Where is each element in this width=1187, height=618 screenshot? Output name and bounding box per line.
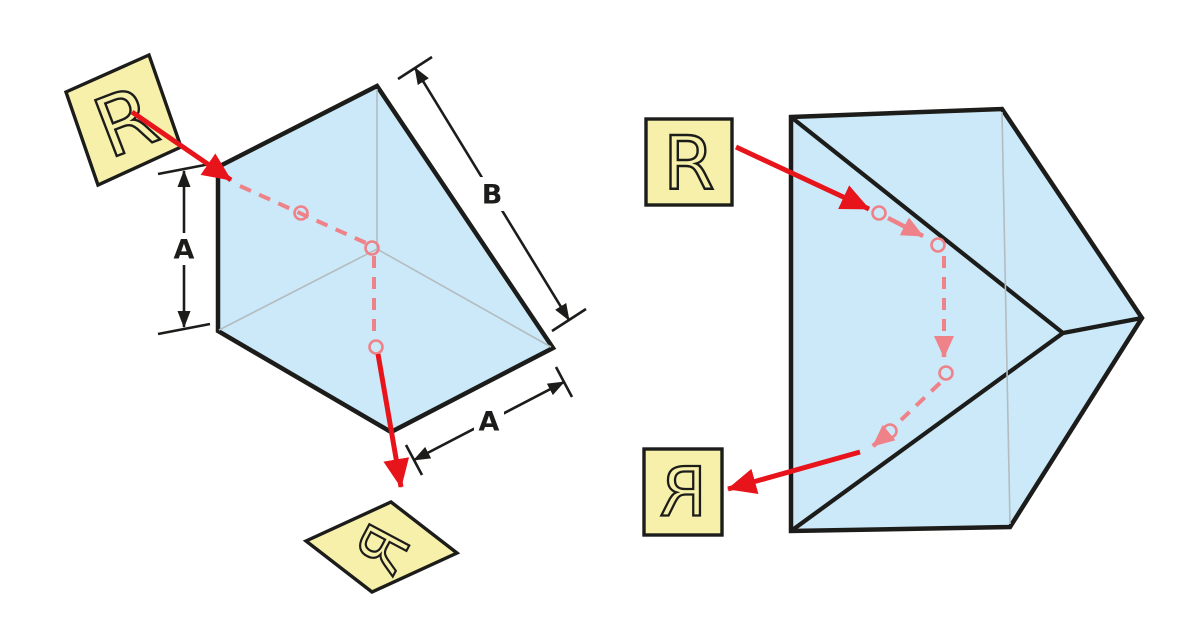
- beam-point-marker: [364, 240, 380, 256]
- dimension-tick: [157, 322, 211, 336]
- beam-point-marker: [930, 237, 946, 253]
- right-output-card: R: [642, 447, 724, 537]
- left-output-card-face: [302, 500, 461, 594]
- internal-beam-arrow: [871, 424, 896, 448]
- left-diagram: A B A R R: [63, 52, 587, 594]
- left-internal-beam-dashed: [239, 184, 376, 340]
- left-input-beam-arrow: [130, 109, 233, 183]
- right-prism-front-edges: [789, 115, 1143, 533]
- left-dimension-height: A: [157, 162, 211, 336]
- right-prism-hidden-edge: [1001, 111, 1011, 525]
- left-output-beam-arrow: [375, 353, 410, 488]
- dimension-label-a-bottom: A: [479, 407, 500, 438]
- left-output-card: R: [302, 500, 461, 594]
- beam-point-marker: [871, 205, 887, 221]
- right-input-beam-arrow: [734, 144, 871, 212]
- right-input-card: R: [644, 117, 734, 208]
- internal-beam-arrow: [886, 215, 925, 239]
- right-beam-path: [727, 144, 954, 494]
- internal-beam-dashed: [899, 381, 942, 422]
- left-prism-body: [215, 83, 557, 435]
- right-output-beam-arrow: [727, 449, 861, 494]
- right-input-image-label: R: [663, 121, 714, 207]
- beam-point-marker: [368, 339, 384, 355]
- right-prism-body: [788, 106, 1145, 534]
- beam-point-marker: [293, 205, 309, 221]
- left-beam-path: [130, 109, 410, 488]
- left-dimension-depth: A: [404, 366, 574, 476]
- dimension-label-b: B: [482, 180, 503, 211]
- dimension-label-backdrop: [475, 177, 509, 211]
- dimension-label-backdrop: [474, 406, 504, 436]
- dimension-label-a-vertical: A: [174, 235, 195, 266]
- right-diagram: R R: [642, 106, 1145, 537]
- left-input-card: R: [63, 52, 184, 188]
- right-input-card-face: [644, 117, 734, 207]
- right-output-card-face: [642, 447, 724, 537]
- right-output-image-label: R: [659, 454, 706, 533]
- beam-point-marker: [938, 365, 954, 381]
- dimension-label-backdrop: [168, 233, 200, 265]
- left-dimension-hypotenuse: B: [397, 55, 587, 333]
